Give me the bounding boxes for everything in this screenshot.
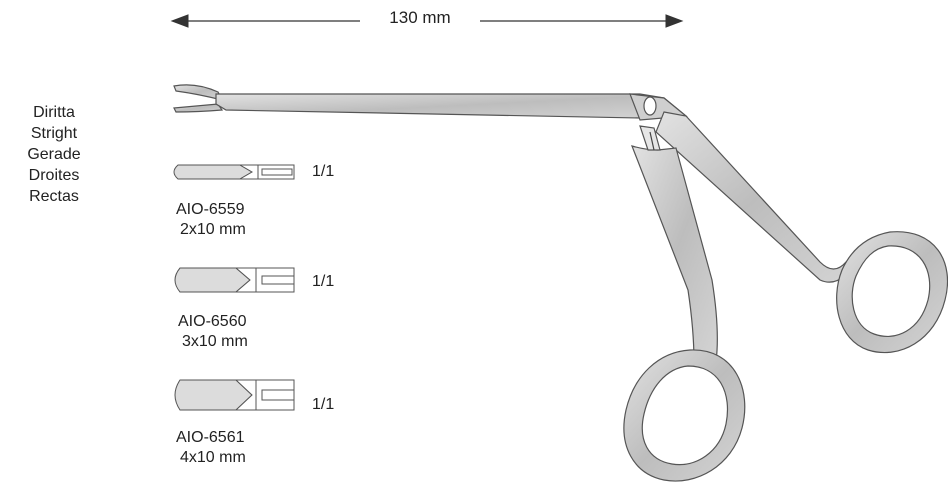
tip-detail-large <box>174 379 295 411</box>
direction-label-de: Gerade <box>27 146 81 163</box>
dimension-label: 130 mm <box>360 8 480 28</box>
direction-label-es: Rectas <box>29 188 79 205</box>
tip-detail-medium <box>174 267 295 293</box>
forceps-shaft <box>173 84 688 121</box>
model-code: AIO-6559 <box>176 201 245 218</box>
direction-label-it: Diritta <box>33 104 75 121</box>
direction-label-en: Stright <box>30 125 78 142</box>
model-size: 3x10 mm <box>182 333 248 350</box>
model-item: AIO-6559 2x10 mm <box>176 200 246 240</box>
scale-label: 1/1 <box>312 163 335 180</box>
direction-labels: Diritta Stright Gerade Droites Rectas <box>4 102 104 207</box>
model-code: AIO-6560 <box>178 313 247 330</box>
scale-label: 1/1 <box>312 273 335 290</box>
direction-label-fr: Droites <box>28 167 80 184</box>
tip-detail-small <box>173 164 295 180</box>
model-item: AIO-6561 4x10 mm <box>176 428 246 468</box>
model-code: AIO-6561 <box>176 429 245 446</box>
model-size: 2x10 mm <box>180 221 246 238</box>
model-item: AIO-6560 3x10 mm <box>178 312 248 352</box>
scale-label: 1/1 <box>312 396 335 413</box>
rear-handle <box>655 111 948 354</box>
model-size: 4x10 mm <box>180 449 246 466</box>
front-handle <box>623 125 746 482</box>
